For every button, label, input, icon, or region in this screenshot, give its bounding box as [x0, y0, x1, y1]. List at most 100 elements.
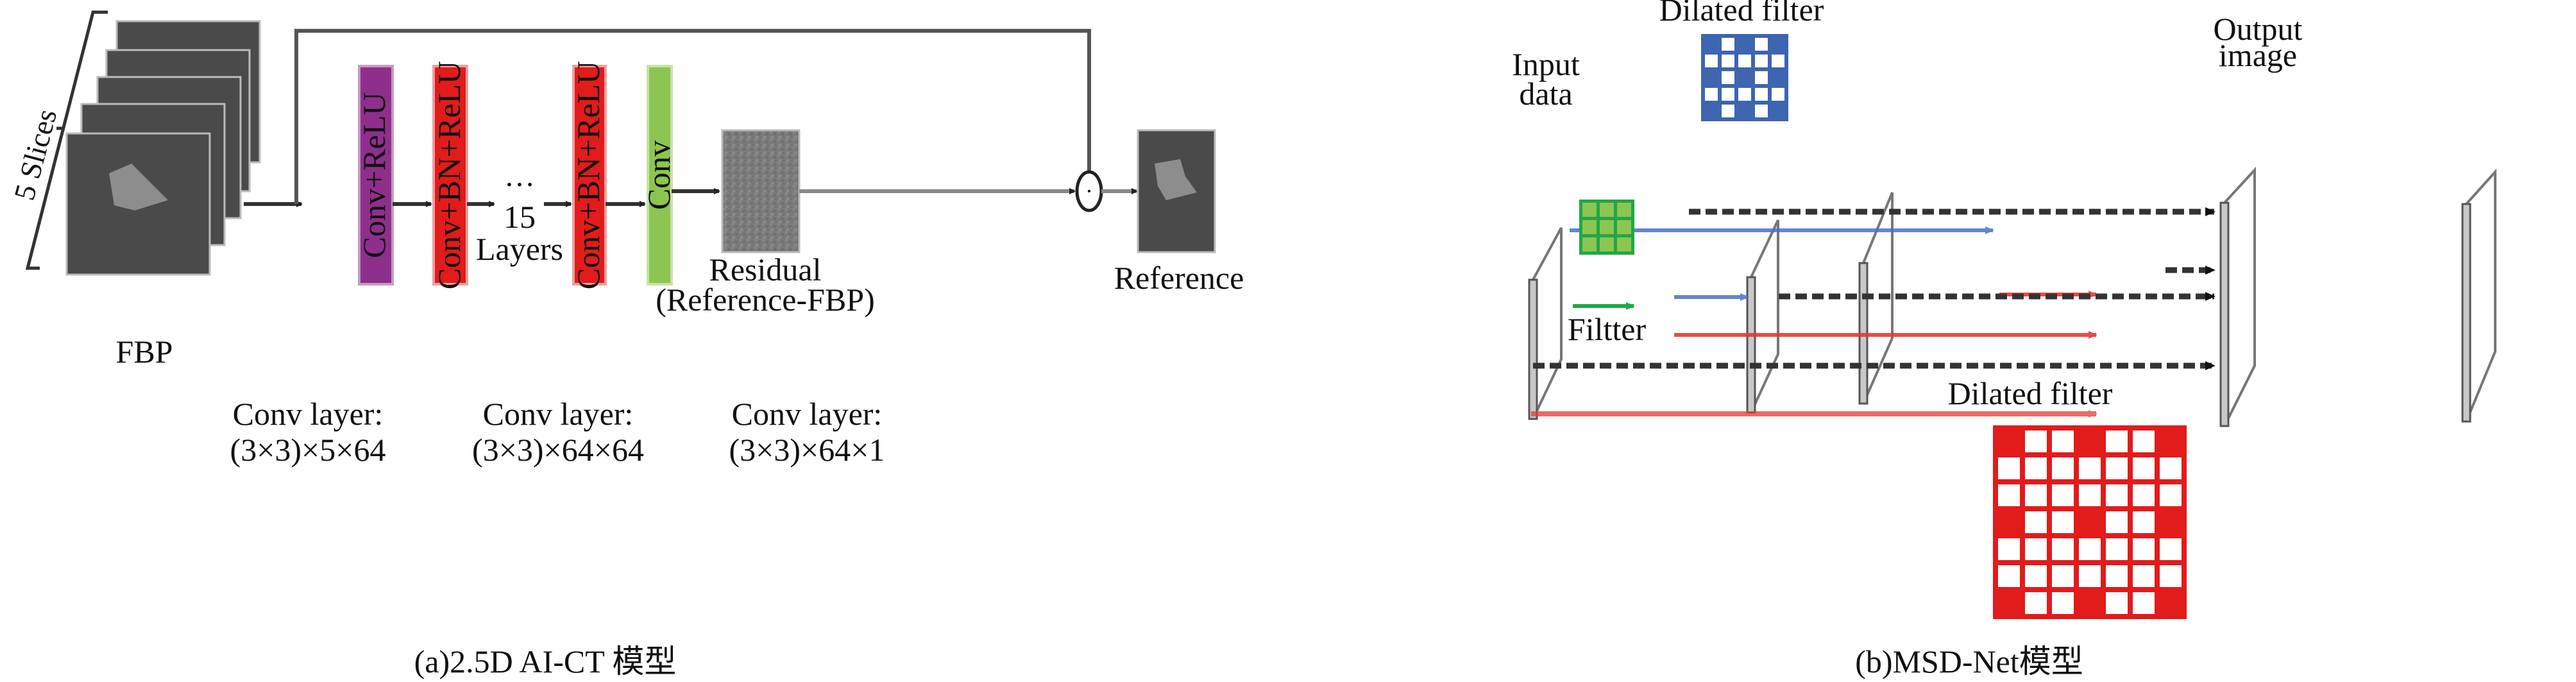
fbp-label: FBP [116, 334, 173, 370]
dilated-cell-active [2079, 431, 2101, 452]
dilated-cell-empty [2025, 592, 2047, 614]
residual-label: Residual [709, 251, 822, 287]
dilated-cell-empty [2052, 538, 2074, 560]
dilated-cell-active [2079, 511, 2101, 533]
filter-cell [1582, 237, 1597, 251]
dilated-cell-empty [2106, 538, 2128, 560]
dilated-cell-empty [2079, 484, 2101, 506]
dilated-cell-empty [1722, 88, 1734, 101]
dilated-cell-empty [2052, 592, 2074, 614]
layer-conv-final-label: Conv [641, 141, 677, 210]
dilated-cell-empty [2052, 511, 2074, 533]
dilated-cell-active [1998, 592, 2020, 614]
ellipsis: … [504, 159, 535, 193]
sum-symbol: · [1085, 178, 1093, 204]
svg-text:Conv layer:: Conv layer: [483, 396, 634, 432]
dilated-cell-active [1998, 431, 2020, 452]
fbp-object [109, 164, 168, 210]
dilated-cell-empty [2106, 565, 2128, 587]
dilated-cell-empty [2106, 592, 2128, 614]
dilated-cell-empty [1755, 88, 1768, 101]
svg-text:Conv layer:: Conv layer: [233, 396, 384, 432]
dilated-cell-active [2160, 511, 2182, 533]
layer-conv-final [647, 65, 673, 286]
dilated-cell-empty [2025, 538, 2047, 560]
layer-conv-bn-relu-last [572, 65, 607, 286]
dilated-cell-empty [2133, 431, 2155, 452]
dilated-cell-empty [2079, 538, 2101, 560]
svg-text:(3×3)×64×64: (3×3)×64×64 [472, 432, 644, 468]
dilated-cell-active [1772, 105, 1784, 117]
filter-icon [1579, 200, 1634, 255]
dilated-cell-empty [2133, 484, 2155, 506]
layer-conv-relu [358, 65, 394, 286]
filter-cell [1617, 203, 1631, 217]
layer-conv-relu-label: Conv+ReLU [356, 92, 392, 259]
dilated-cell-empty [2079, 457, 2101, 479]
dilated-cell-empty [2052, 431, 2074, 452]
filter-cell [1600, 220, 1614, 234]
dilated-cell-empty [2025, 565, 2047, 587]
skip-connection [294, 29, 1091, 204]
dilated-cell-empty [2025, 457, 2047, 479]
dashed-skip-arrows [1533, 207, 2216, 370]
dilated-cell-empty [1755, 38, 1768, 51]
dilated-cell-empty [1998, 457, 2020, 479]
panel-a: 5 Slices FBP Conv+ReLU Conv+BN+ReLU … 15… [8, 10, 1244, 679]
filter-cell [1582, 220, 1597, 234]
repeat-unit: Layers [476, 231, 563, 267]
dilated-cell-empty [2025, 484, 2047, 506]
conv-spec-3: Conv layer: (3×3)×64×1 [729, 396, 885, 468]
dilated-cell-active [1998, 511, 2020, 533]
output-label-line2: image [2219, 37, 2297, 73]
hidden-plane-1 [1746, 219, 1779, 414]
output-label-line1: Output [2214, 11, 2303, 47]
dilated-cell-empty [1755, 55, 1768, 67]
hidden-plane-3 [2219, 166, 2256, 427]
dilated-cell-active [2079, 592, 2101, 614]
dilated-cell-active [1772, 38, 1784, 51]
filter-cell [1617, 220, 1631, 234]
dilated-cell-active [2160, 431, 2182, 452]
input-label-line2: data [1519, 76, 1572, 112]
dilated-cell-empty [1738, 88, 1751, 101]
conv-spec-1: Conv layer: (3×3)×5×64 [230, 396, 386, 468]
filter-cell [1582, 203, 1597, 217]
conv-spec-2: Conv layer: (3×3)×64×64 [472, 396, 644, 468]
dilated-filter-red-icon [1993, 425, 2187, 619]
dilated-cell-empty [2133, 538, 2155, 560]
dilated-cell-empty [2052, 565, 2074, 587]
dilated-cell-active [1738, 105, 1751, 117]
layer-conv-bn-relu-first [432, 65, 468, 286]
svg-text:(3×3)×64×1: (3×3)×64×1 [729, 432, 885, 468]
svg-text:Conv layer:: Conv layer: [732, 396, 883, 432]
dilated-cell-empty [2160, 457, 2182, 479]
dilated-cell-empty [2106, 484, 2128, 506]
dilated-cell-empty [2025, 511, 2047, 533]
dilated-filter-blue-icon [1701, 34, 1788, 121]
dilated-cell-empty [2160, 484, 2182, 506]
filter-cell [1617, 237, 1631, 251]
reference-object [1155, 159, 1197, 200]
input-label-line1: Input [1512, 46, 1580, 82]
dilated-cell-empty [2133, 565, 2155, 587]
dilated-cell-empty [2052, 484, 2074, 506]
dilated-cell-empty [1705, 88, 1718, 101]
dilated-cell-active [2160, 592, 2182, 614]
dilated-cell-empty [1755, 71, 1768, 84]
layer-conv-bn-relu-first-label: Conv+BN+ReLU [431, 61, 467, 289]
slices-label: 5 Slices [8, 106, 64, 204]
dilated-cell-active [1738, 38, 1751, 51]
reference-label: Reference [1114, 260, 1244, 296]
layer-conv-bn-relu-last-label: Conv+BN+ReLU [570, 61, 606, 289]
dilated-cell-empty [1772, 88, 1784, 101]
dilated-cell-empty [1722, 105, 1734, 117]
repeat-count: 15 [504, 199, 536, 235]
dilated-cell-empty [1722, 71, 1734, 84]
svg-text:(3×3)×5×64: (3×3)×5×64 [230, 432, 386, 468]
dilated-cell-empty [1998, 538, 2020, 560]
dilated-cell-active [1705, 105, 1718, 117]
dilated-cell-empty [2160, 538, 2182, 560]
caption-a: (a)2.5D AI-CT 模型 [414, 644, 677, 679]
